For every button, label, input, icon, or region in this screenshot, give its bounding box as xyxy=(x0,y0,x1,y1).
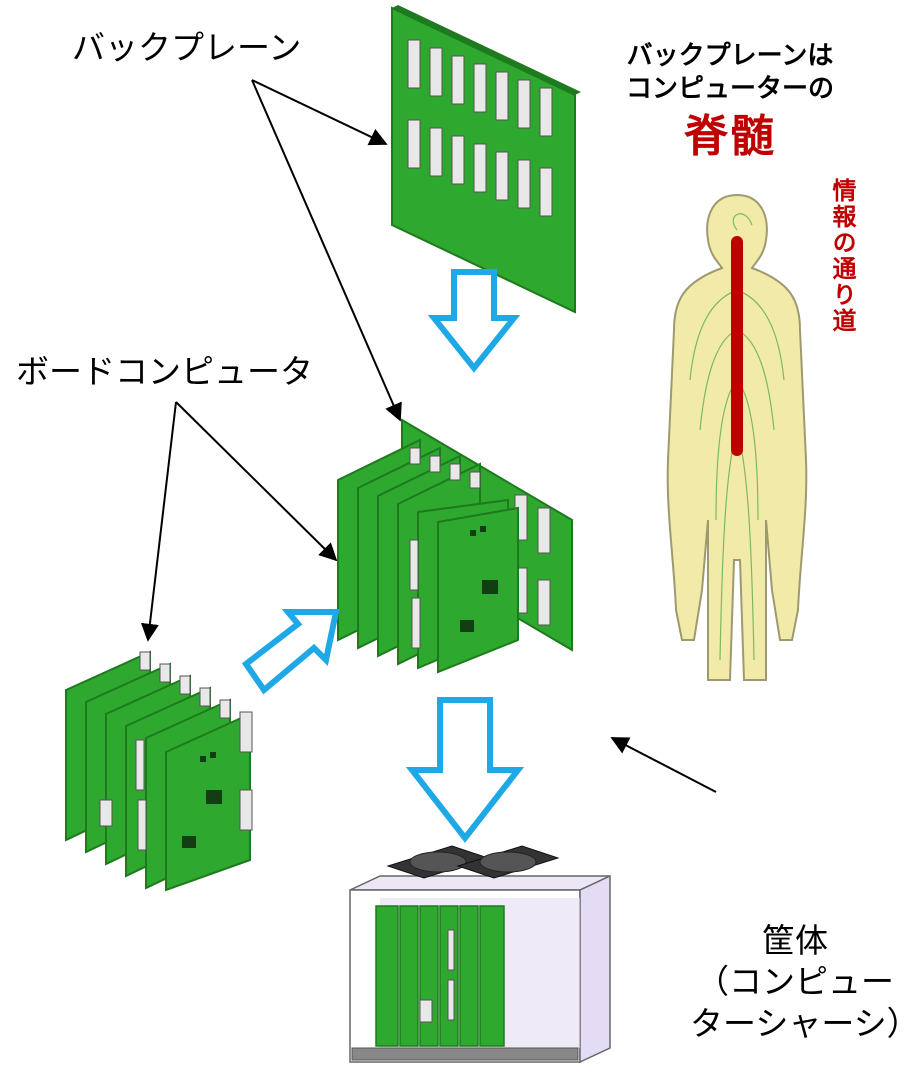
tagline-line2: コンピューターの xyxy=(625,73,834,104)
tagline-vertical: 情報の通り道 xyxy=(828,178,856,334)
backplane-connectors-top xyxy=(407,39,553,217)
label-backplane: バックプレーン xyxy=(72,28,302,67)
tagline-emphasis: 脊髄 xyxy=(684,111,776,162)
arrow-diagonal-icon xyxy=(241,609,340,695)
label-chassis: 筐体 （コンピュー ターシャーシ） xyxy=(690,920,906,1044)
board-computer-stack xyxy=(65,650,253,892)
pointer-backplane-top xyxy=(251,79,388,146)
arrow-down-icon xyxy=(427,269,521,373)
pointer-board-mid xyxy=(175,401,338,562)
human-body-icon xyxy=(666,193,808,681)
assembled-boards xyxy=(337,418,573,674)
pointer-chassis xyxy=(610,737,717,793)
arrow-down-icon xyxy=(405,697,525,843)
pointer-backplane-mid xyxy=(251,79,402,422)
pointer-board-stack xyxy=(140,401,177,642)
backplane-board-top xyxy=(391,5,581,314)
tagline-line1: バックプレーンは xyxy=(626,41,834,71)
label-chassis-line2: （コンピュー xyxy=(696,962,894,1002)
label-board-computer: ボードコンピュータ xyxy=(16,352,313,391)
fan-icon xyxy=(386,845,490,879)
label-chassis-line3: ターシャーシ） xyxy=(690,1003,906,1043)
pointer-arrows xyxy=(140,79,717,793)
label-chassis-line1: 筐体 xyxy=(762,921,828,960)
fan-icon xyxy=(456,845,560,879)
chassis xyxy=(349,845,611,1064)
tagline-block: バックプレーンは コンピューターの 脊髄 xyxy=(585,40,875,164)
